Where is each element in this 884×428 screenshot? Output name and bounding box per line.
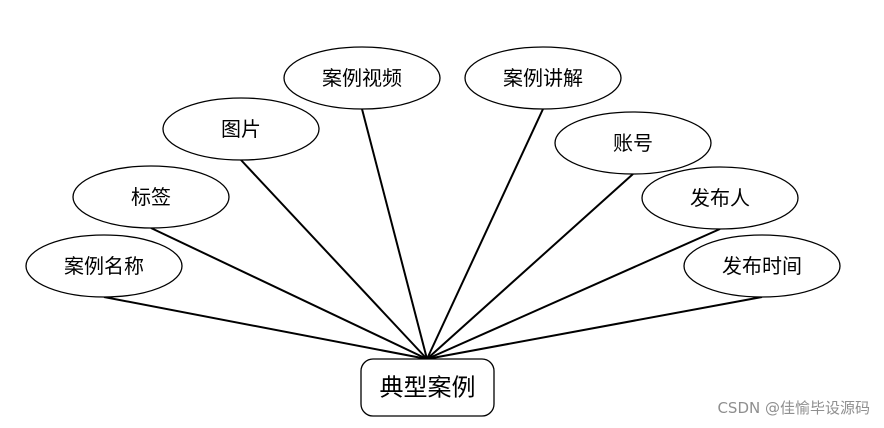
edge-publisher <box>426 228 721 360</box>
attribute-ellipse-name <box>25 234 183 298</box>
entity-group: 典型案例 <box>360 358 495 417</box>
attribute-node-tag: 标签 <box>72 165 230 229</box>
attribute-node-explanation: 案例讲解 <box>464 46 622 110</box>
attribute-ellipse-tag <box>72 165 230 229</box>
attribute-label-tag: 标签 <box>131 185 171 209</box>
attribute-ellipse-video <box>283 46 441 110</box>
attribute-label-publish-time: 发布时间 <box>722 254 802 278</box>
attribute-ellipse-publish-time <box>683 234 841 298</box>
edge-tag <box>150 227 428 360</box>
attribute-label-image: 图片 <box>221 117 261 141</box>
edge-video <box>361 108 428 360</box>
edge-account <box>426 173 634 360</box>
attribute-ellipse-explanation <box>464 46 622 110</box>
watermark-text: CSDN @佳愉毕设源码 <box>717 399 870 417</box>
attribute-label-name: 案例名称 <box>64 254 144 278</box>
attribute-ellipse-account <box>554 111 712 175</box>
attribute-label-publisher: 发布人 <box>690 186 750 210</box>
attribute-label-account: 账号 <box>613 131 653 155</box>
edge-explanation <box>426 108 544 360</box>
attribute-node-account: 账号 <box>554 111 712 175</box>
edge-image <box>240 159 428 360</box>
attribute-ellipse-image <box>162 97 320 161</box>
attribute-node-image: 图片 <box>162 97 320 161</box>
attribute-ellipse-publisher <box>641 166 799 230</box>
attribute-node-publisher: 发布人 <box>641 166 799 230</box>
edges-group <box>103 108 763 360</box>
attribute-label-video: 案例视频 <box>322 66 402 90</box>
edge-publish-time <box>426 296 763 360</box>
edge-name <box>103 296 428 360</box>
attribute-label-explanation: 案例讲解 <box>503 66 583 90</box>
attribute-node-video: 案例视频 <box>283 46 441 110</box>
entity-label: 典型案例 <box>380 374 476 402</box>
entity-box <box>360 358 495 417</box>
attribute-node-name: 案例名称 <box>25 234 183 298</box>
attribute-node-publish-time: 发布时间 <box>683 234 841 298</box>
